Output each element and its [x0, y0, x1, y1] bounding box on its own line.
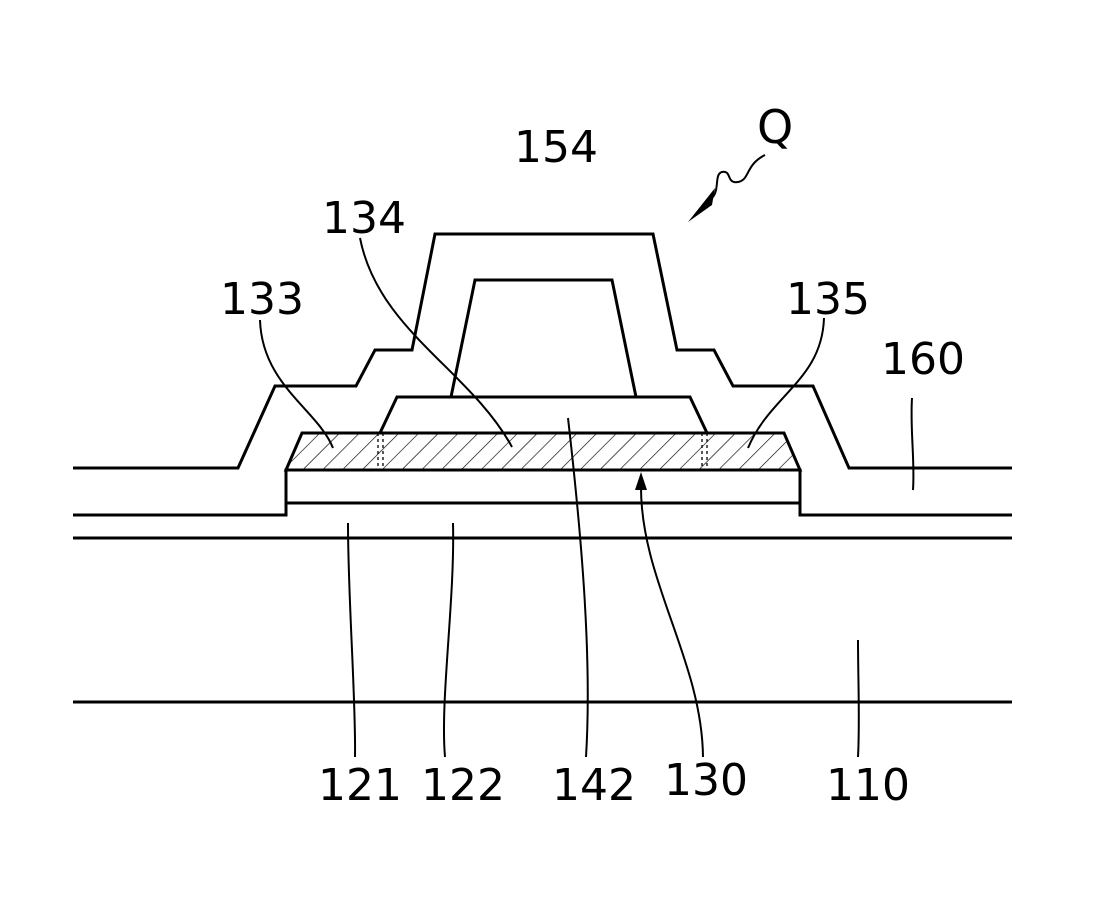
label-160: 160: [881, 334, 965, 385]
label-133: 133: [220, 274, 304, 325]
label-110: 110: [826, 760, 910, 811]
substrate-110: [73, 538, 1012, 702]
gate-electrode-154: [451, 280, 636, 397]
label-142: 142: [552, 760, 636, 811]
label-130: 130: [664, 755, 748, 806]
layer-122: [286, 470, 800, 503]
gate-insulator-142: [380, 397, 707, 433]
layer-121: [73, 503, 1012, 515]
arrow-130: [635, 472, 647, 490]
semiconductor-130: [286, 433, 800, 470]
label-134: 134: [322, 193, 406, 244]
label-154: 154: [514, 122, 598, 173]
label-122: 122: [421, 760, 505, 811]
q-label: Q: [757, 100, 793, 154]
label-135: 135: [786, 274, 870, 325]
q-arrow-icon: [688, 155, 765, 222]
label-121: 121: [318, 760, 402, 811]
